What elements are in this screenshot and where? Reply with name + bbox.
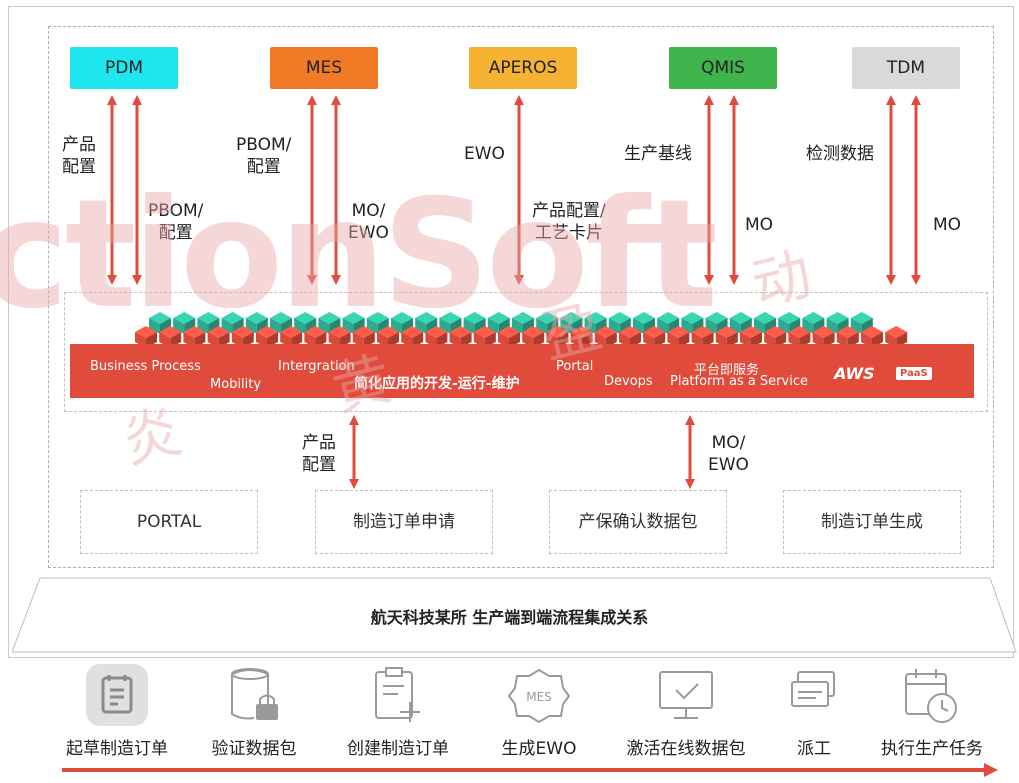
cube-green xyxy=(342,312,365,334)
cube-green xyxy=(850,312,873,334)
cube-green xyxy=(826,312,849,334)
cube-green xyxy=(729,312,752,334)
cube-green xyxy=(366,312,389,334)
cube-green xyxy=(608,312,631,334)
cube-green xyxy=(221,312,244,334)
label-portal-right: MO/EWO xyxy=(708,433,749,475)
draft-document-icon[interactable] xyxy=(86,664,148,726)
cube-green xyxy=(463,312,486,334)
step-label-ewo: 生成EWO xyxy=(501,739,577,759)
paas-badge: PaaS xyxy=(896,367,932,380)
label-portal-left: 产品配置 xyxy=(302,433,336,475)
band-devops: Devops xyxy=(604,374,653,389)
box-order-generation[interactable]: 制造订单生成 xyxy=(783,490,961,554)
system-box-tdm[interactable]: TDM xyxy=(852,47,960,89)
band-main-title: 简化应用的开发-运行-维护 xyxy=(354,376,520,392)
aws-logo: AWS xyxy=(834,364,875,383)
step-label-dispatch: 派工 xyxy=(797,739,831,759)
cube-green xyxy=(560,312,583,334)
band-paas-en: Platform as a Service xyxy=(670,374,808,389)
cube-green xyxy=(294,312,317,334)
cube-green xyxy=(245,312,268,334)
cube-green xyxy=(778,312,801,334)
band-paas-cn: 平台即服务 xyxy=(694,363,760,378)
box-order-application[interactable]: 制造订单申请 xyxy=(315,490,493,554)
paas-platform-band: Business Process Mobility Intergration 简… xyxy=(70,344,974,398)
system-box-mes[interactable]: MES xyxy=(270,47,378,89)
cube-green xyxy=(705,312,728,334)
integration-frame xyxy=(48,26,994,568)
cube-green xyxy=(173,312,196,334)
label-pdm-right: PBOM/配置 xyxy=(148,201,204,243)
label-mes-right: MO/EWO xyxy=(348,201,389,243)
mes-gear-icon[interactable]: MES xyxy=(507,664,571,726)
band-portal: Portal xyxy=(556,359,594,374)
cube-green xyxy=(318,312,341,334)
trapezoid-banner xyxy=(11,577,1017,653)
step-label-activate: 激活在线数据包 xyxy=(626,739,746,759)
system-box-qmis[interactable]: QMIS xyxy=(669,47,777,89)
label-qmis-left: 生产基线 xyxy=(624,144,692,164)
cube-green xyxy=(415,312,438,334)
cube-green xyxy=(149,312,171,334)
step-label-draft: 起草制造订单 xyxy=(66,739,168,759)
label-aperos-right: 产品配置/工艺卡片 xyxy=(532,201,606,243)
band-intergration: Intergration xyxy=(278,359,355,374)
label-tdm-left: 检测数据 xyxy=(806,144,874,164)
cube-green xyxy=(197,312,220,334)
band-business-process: Business Process xyxy=(90,359,201,374)
system-box-pdm[interactable]: PDM xyxy=(70,47,178,89)
cube-green xyxy=(681,312,704,334)
cube-green xyxy=(584,312,607,334)
system-box-aperos[interactable]: APEROS xyxy=(469,47,577,89)
step-label-verify: 验证数据包 xyxy=(211,739,297,759)
cube-green xyxy=(487,312,510,334)
step-label-execute: 执行生产任务 xyxy=(881,739,983,759)
cube-green xyxy=(512,312,534,334)
cube-green xyxy=(802,312,825,334)
dispatch-stack-icon[interactable] xyxy=(782,664,846,726)
locked-database-icon[interactable] xyxy=(222,664,286,726)
trapezoid-title: 航天科技某所 生产端到端流程集成关系 xyxy=(370,608,649,627)
label-pdm-left: 产品配置 xyxy=(62,135,96,177)
process-direction-arrow xyxy=(62,763,998,777)
monitor-check-icon[interactable] xyxy=(654,664,718,726)
svg-text:MES: MES xyxy=(526,690,552,704)
cube-green xyxy=(657,312,680,334)
label-mes-left: PBOM/配置 xyxy=(236,135,292,177)
cube-green xyxy=(536,312,559,334)
label-aperos-left: EWO xyxy=(464,144,505,164)
cube-green xyxy=(439,312,462,334)
cube-green xyxy=(633,312,655,334)
cube-green xyxy=(270,312,292,334)
step-label-create: 创建制造订单 xyxy=(347,739,449,759)
box-confirm-package[interactable]: 产保确认数据包 xyxy=(549,490,727,554)
band-mobility: Mobility xyxy=(210,377,262,392)
watermark-logo-text: ctionSoft xyxy=(0,168,718,342)
platform-frame xyxy=(64,292,988,412)
box-portal[interactable]: PORTAL xyxy=(80,490,258,554)
cube-green xyxy=(754,312,776,334)
label-tdm-right: MO xyxy=(933,215,962,235)
create-order-icon[interactable] xyxy=(366,664,430,726)
cube-green xyxy=(391,312,413,334)
label-qmis-right: MO xyxy=(745,215,774,235)
outer-frame xyxy=(8,6,1014,658)
calendar-clock-icon[interactable] xyxy=(900,664,964,726)
cube-red xyxy=(135,326,157,348)
